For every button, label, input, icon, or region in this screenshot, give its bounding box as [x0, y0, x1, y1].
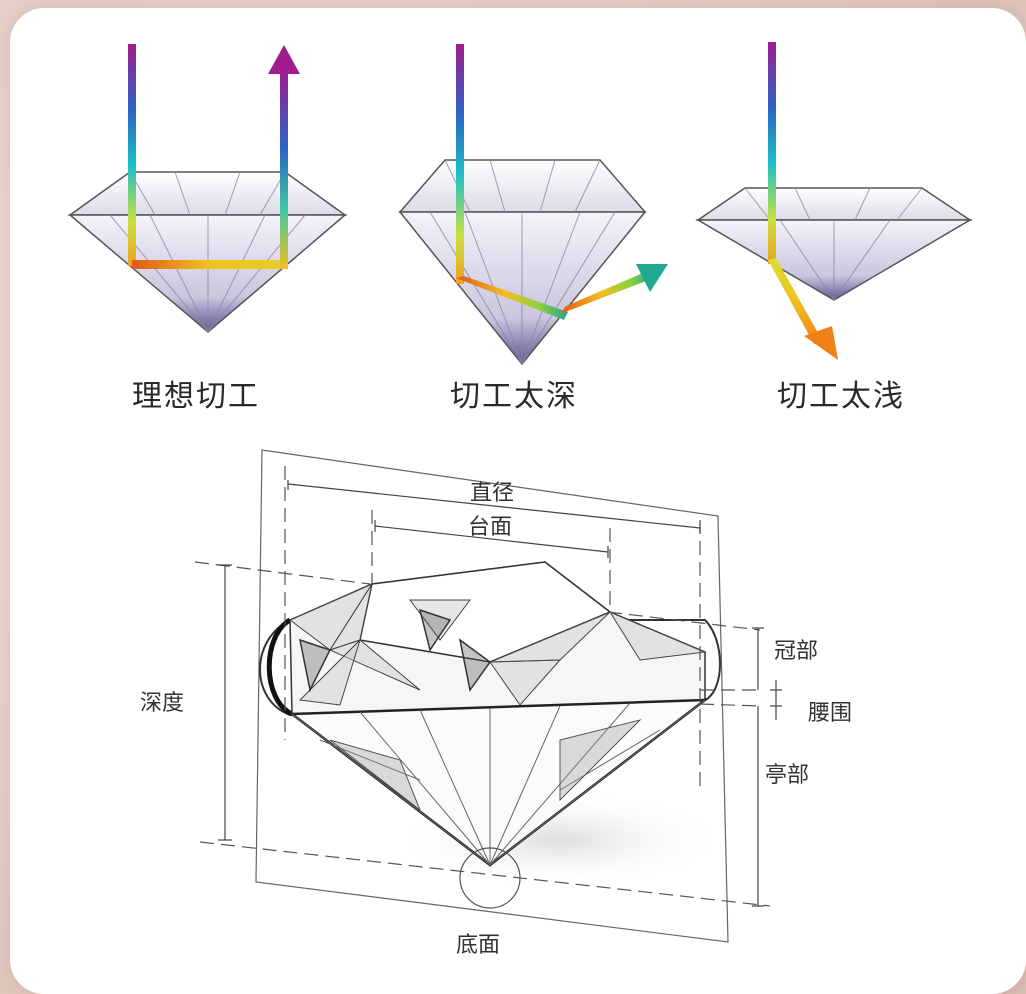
too-shallow-diamond	[695, 42, 973, 360]
label-culet: 底面	[456, 933, 500, 958]
label-girdle: 腰围	[808, 701, 852, 726]
label-diameter: 直径	[470, 481, 514, 506]
caption-too-shallow: 切工太浅	[777, 379, 905, 414]
label-crown: 冠部	[774, 639, 818, 664]
too-deep-diamond	[398, 44, 668, 366]
label-depth: 深度	[140, 691, 184, 716]
ideal-cut-diamond	[67, 44, 348, 333]
caption-ideal-cut: 理想切工	[132, 379, 260, 414]
caption-too-deep: 切工太深	[450, 379, 578, 414]
label-pavilion: 亭部	[765, 763, 809, 788]
label-table: 台面	[468, 515, 512, 540]
diamond-anatomy-diagram: 直径 台面 冠部 腰围 亭部 深度 底面	[140, 449, 852, 958]
